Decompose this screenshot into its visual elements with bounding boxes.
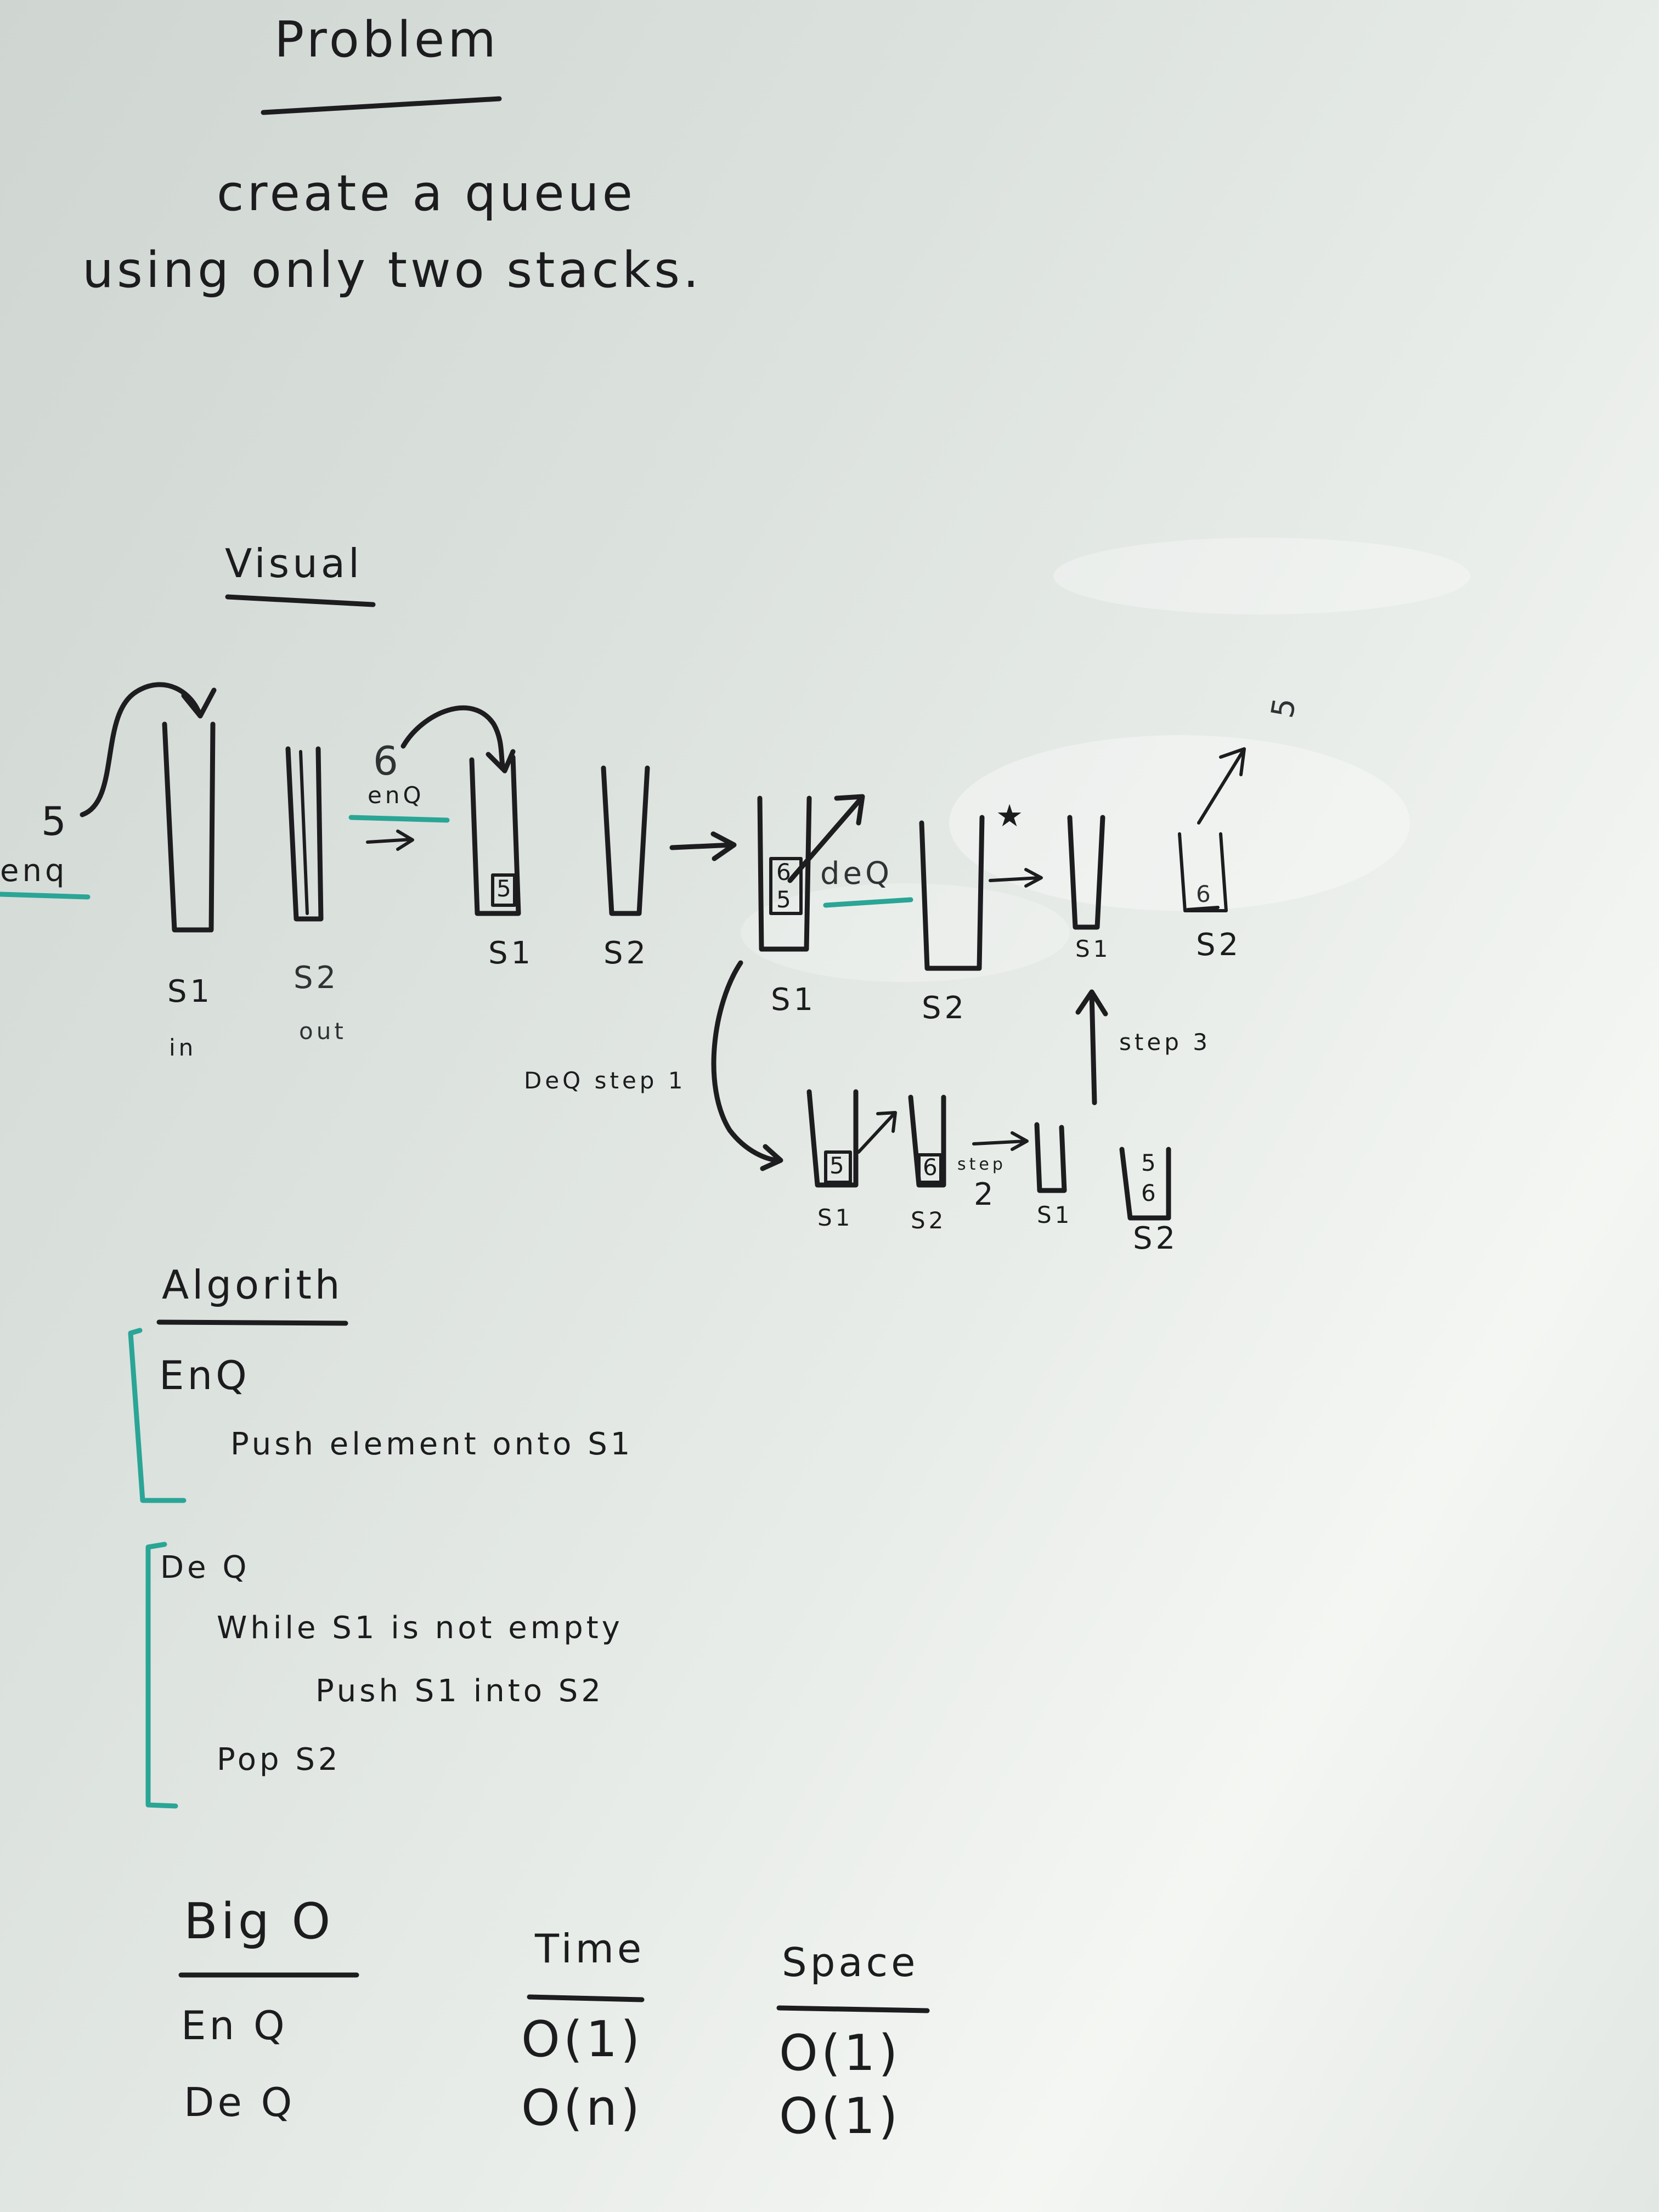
algorithm-deq-title: De Q <box>160 1550 250 1585</box>
deq-arrow-up <box>787 794 865 883</box>
algorithm-enq-step: Push element onto S1 <box>230 1426 634 1462</box>
problem-underline <box>261 96 502 115</box>
stack4-s2-item: 6 <box>1196 881 1214 907</box>
problem-line-1: create a queue <box>217 165 636 222</box>
algorithm-underline <box>156 1319 348 1326</box>
stack-s1-third <box>757 795 812 952</box>
step1-curve-head <box>760 1144 783 1171</box>
stack3-item-bottom: 5 <box>776 886 794 913</box>
stack-s2-left <box>285 746 324 922</box>
time-underline <box>527 1994 645 2002</box>
enq-mid-underline <box>348 815 450 823</box>
bottom-stack-s1 <box>806 1089 859 1188</box>
bigo-heading: Big O <box>184 1893 334 1950</box>
bottom-s2-item: 6 <box>923 1154 941 1181</box>
bigo-row-time: O(n) <box>521 2079 644 2137</box>
stack-s2-mid <box>601 765 650 916</box>
enq-left-label: enq <box>0 853 68 889</box>
bigo-col-time: Time <box>535 1926 645 1972</box>
in-label: in <box>169 1034 197 1061</box>
bottom-s2-label-2: S2 <box>1133 1221 1179 1256</box>
problem-line-2: using only two stacks. <box>82 241 702 299</box>
deq-label: deQ <box>820 856 893 891</box>
bigo-row-space: O(1) <box>779 2024 901 2082</box>
bottom-s1-item: 5 <box>830 1152 848 1179</box>
visual-heading: Visual <box>225 540 363 586</box>
stack-mid-s1-item: 5 <box>496 875 515 902</box>
enq-mid-curve-head <box>486 749 516 774</box>
bottom-s2-item-bottom: 6 <box>1141 1180 1159 1206</box>
enq-arrow-head <box>181 687 217 719</box>
algorithm-enq-title: EnQ <box>159 1352 250 1398</box>
enq-mid-label: enQ <box>368 782 425 809</box>
stack-s2-fourth <box>1178 832 1228 912</box>
bigo-row-space: O(1) <box>779 2087 901 2145</box>
enq-mid-curve <box>400 705 507 774</box>
bigo-col-space: Space <box>782 1939 919 1985</box>
output-arrow <box>1197 747 1246 825</box>
mid-s2-label: S2 <box>603 935 650 971</box>
problem-heading: Problem <box>274 11 499 69</box>
algorithm-deq-pop: Pop S2 <box>217 1742 341 1778</box>
bigo-row-op: De Q <box>184 2079 296 2125</box>
s2-label-3: S2 <box>922 990 968 1026</box>
s1-label-3: S1 <box>771 982 817 1018</box>
enq-arrow <box>80 682 203 817</box>
bottom-arrow-1 <box>857 1111 897 1154</box>
stack-mid-item-box <box>491 873 516 907</box>
bottom-s1-label: S1 <box>817 1204 854 1231</box>
deq-step1-label: DeQ step 1 <box>524 1067 686 1094</box>
transition-arrow-2 <box>989 868 1043 888</box>
enq-mid-value: 6 <box>373 738 402 784</box>
enq-mid-arrow <box>366 830 414 851</box>
step2-number: 2 <box>974 1177 997 1212</box>
stack-s1-left <box>162 721 216 933</box>
algorithm-heading: Algorith <box>162 1262 343 1308</box>
deq-underline <box>823 897 913 908</box>
bottom-s2-label: S2 <box>911 1207 947 1234</box>
out-label: out <box>299 1018 347 1045</box>
enq-bracket <box>128 1328 187 1503</box>
step2-label: step <box>957 1155 1006 1174</box>
star-mark: ★ <box>996 798 1027 834</box>
glare-spot <box>1053 538 1470 614</box>
bottom-s2-item-top: 5 <box>1141 1149 1159 1176</box>
step1-curve <box>711 960 782 1163</box>
glare-spot <box>949 735 1410 911</box>
space-underline <box>776 2005 930 2013</box>
stack-third-items-box <box>769 857 803 915</box>
stack-s1-mid <box>469 754 521 916</box>
transition-arrow <box>669 831 737 861</box>
bottom-stack-s1-item <box>824 1150 852 1184</box>
step3-arrow <box>1075 989 1108 1105</box>
visual-underline <box>225 594 376 607</box>
deq-bracket <box>145 1542 178 1809</box>
step2-arrow <box>972 1131 1029 1151</box>
bigo-row-time: O(1) <box>521 2011 644 2068</box>
enq-underline <box>0 891 91 900</box>
bottom-stack-s2 <box>908 1094 946 1188</box>
algorithm-deq-while: While S1 is not empty <box>217 1610 623 1646</box>
algorithm-deq-push: Push S1 into S2 <box>315 1673 604 1709</box>
enq-left-value: 5 <box>41 798 70 844</box>
mid-s1-label: S1 <box>488 935 534 971</box>
glare-spot <box>741 883 1070 982</box>
bottom-stack-s1-2 <box>1034 1122 1067 1193</box>
stack3-item-top: 6 <box>776 859 794 885</box>
s1-label: S1 <box>167 974 213 1009</box>
bottom-s1-label-2: S1 <box>1037 1201 1073 1228</box>
bottom-stack-s2-item <box>917 1153 943 1184</box>
bigo-row-op: En Q <box>181 2002 288 2049</box>
s2-label-4: S2 <box>1196 927 1242 963</box>
stack-s1-fourth <box>1067 815 1105 930</box>
s1-label-4: S1 <box>1075 935 1111 962</box>
stack-s2-fourth-line <box>1186 906 1220 911</box>
stack-s2-left-inner <box>299 750 309 915</box>
step3-label: step 3 <box>1119 1029 1211 1056</box>
stack-s2-third <box>919 815 985 971</box>
bottom-stack-s2-2 <box>1119 1147 1171 1221</box>
s2-label: S2 <box>294 960 340 996</box>
